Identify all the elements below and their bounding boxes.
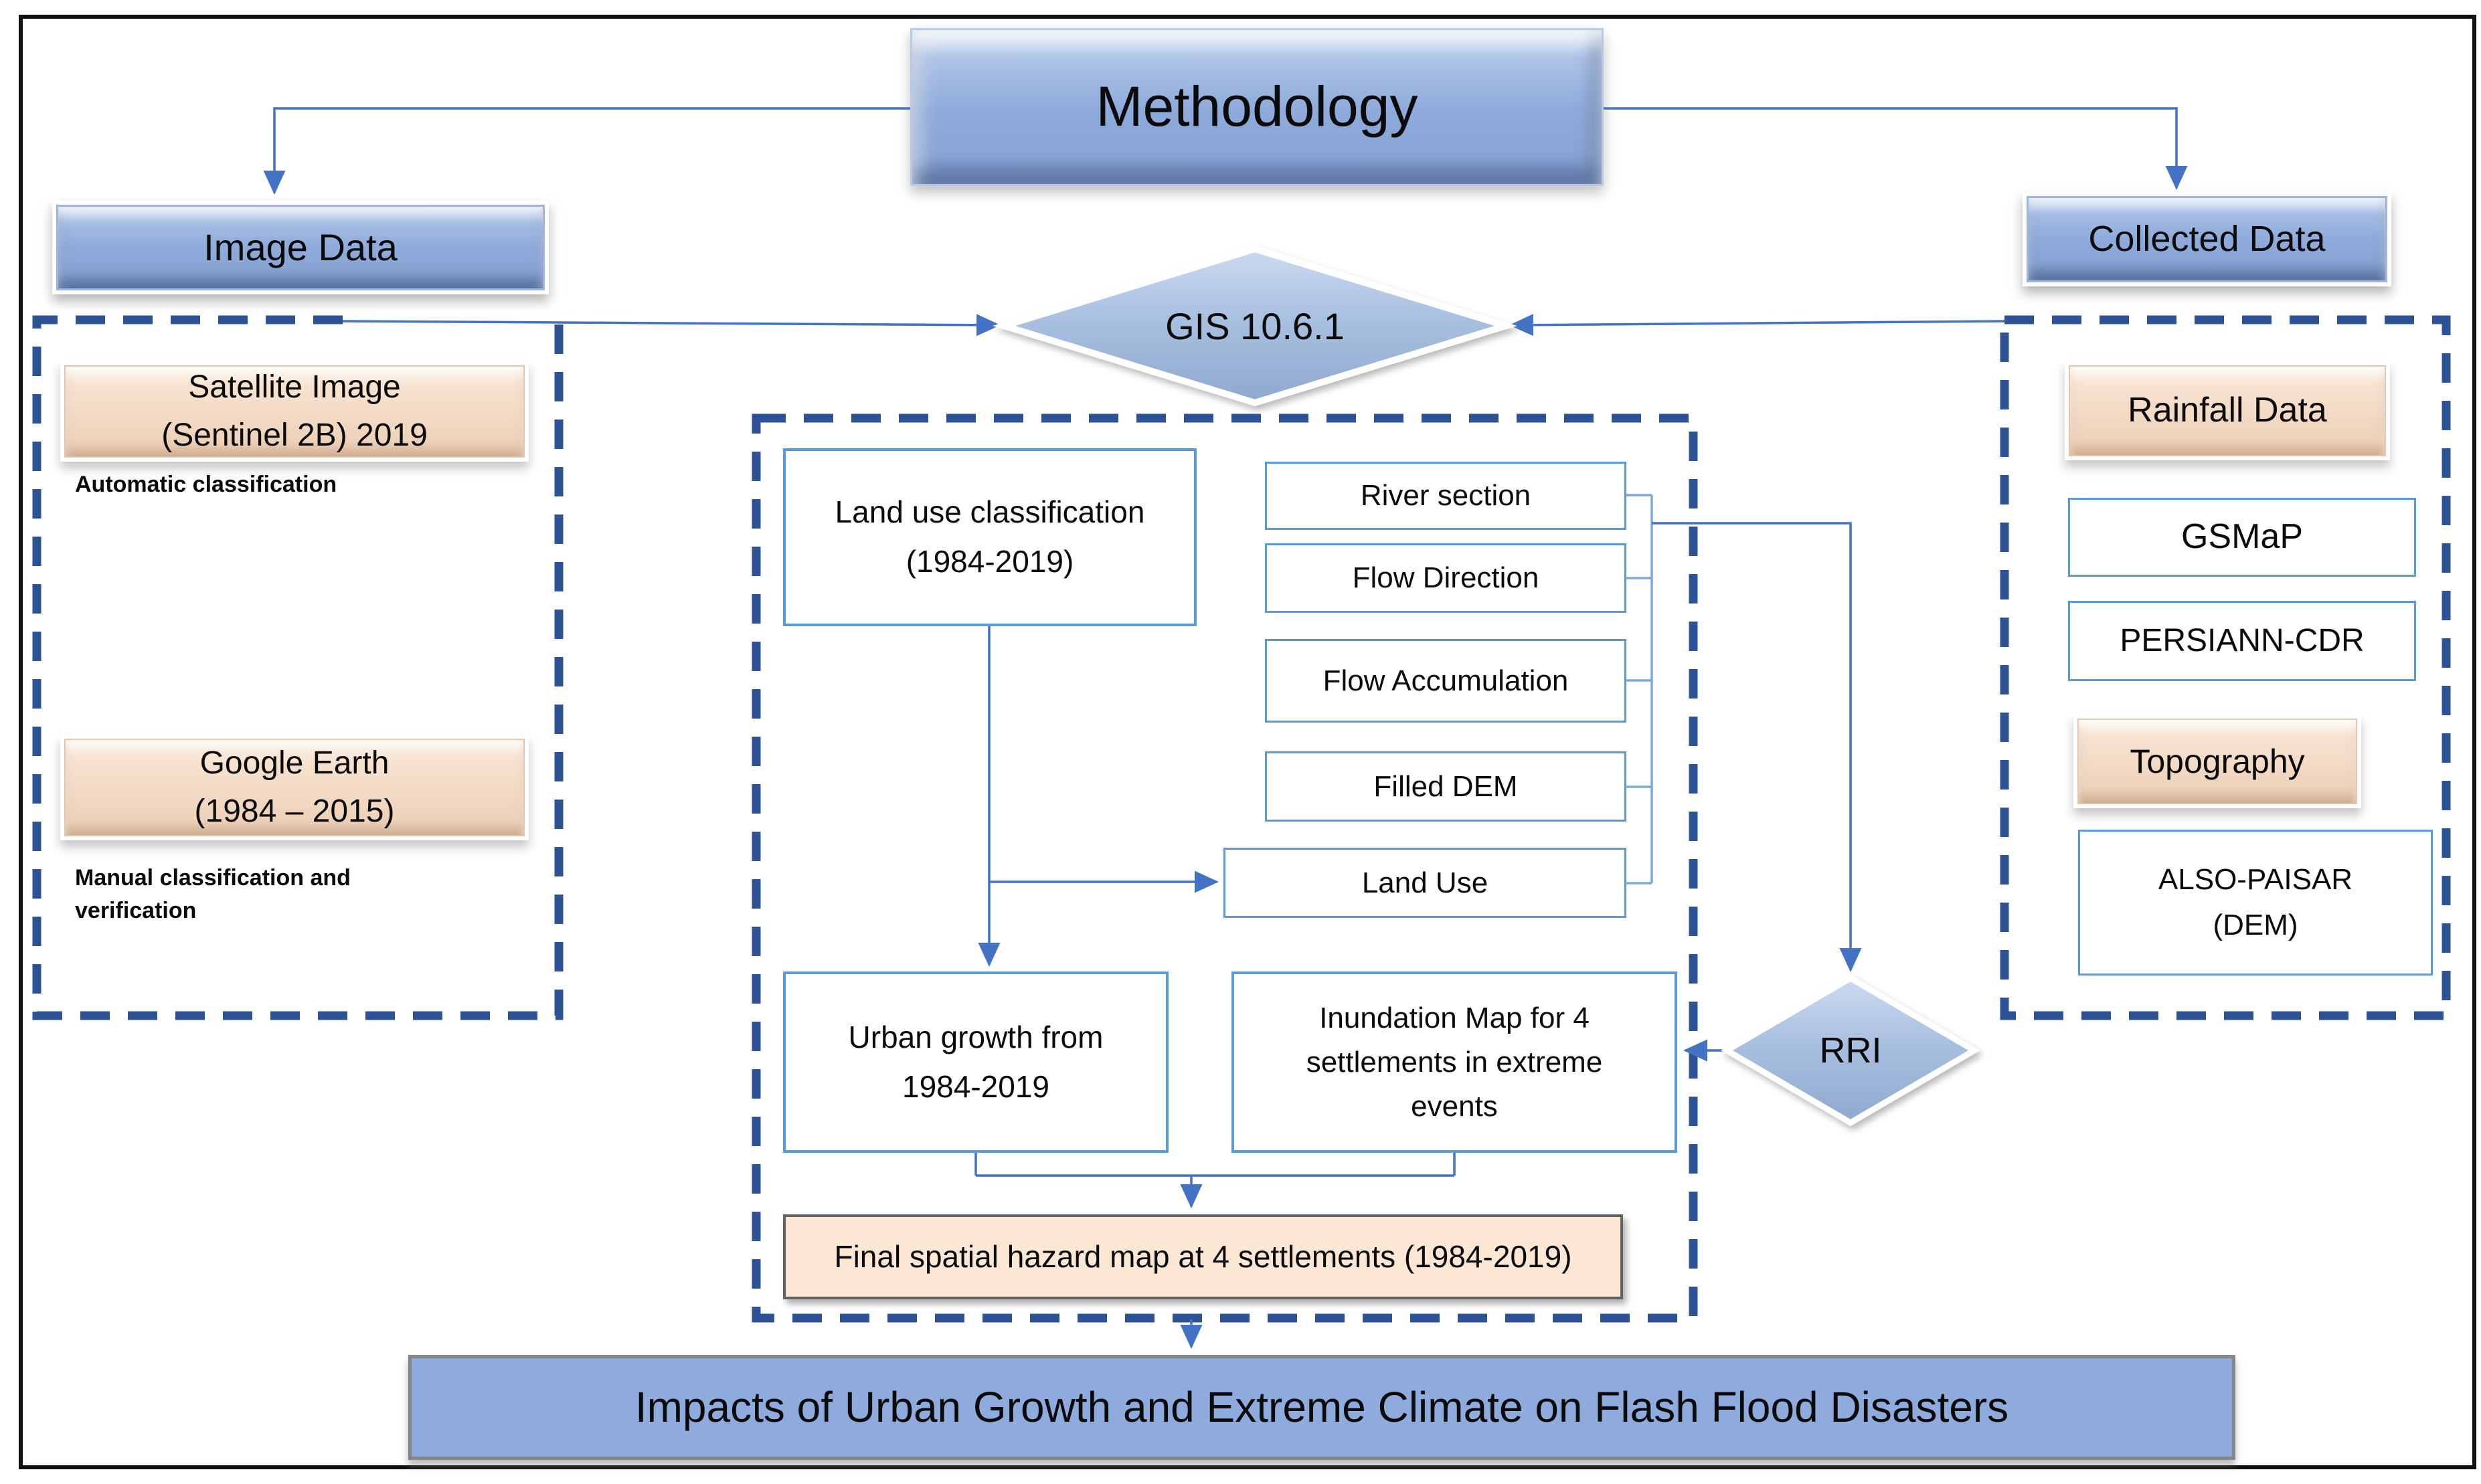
node-also-paisar: ALSO-PAISAR (DEM) [2078, 830, 2433, 976]
node-impacts-banner: Impacts of Urban Growth and Extreme Clim… [408, 1355, 2235, 1460]
node-land-use: Land Use [1223, 848, 1626, 918]
node-satellite-image: Satellite Image (Sentinel 2B) 2019 [60, 361, 529, 462]
topography-label: Topography [2130, 742, 2305, 780]
figure-frame [19, 15, 2476, 1469]
panel-gis-process-border [752, 413, 1698, 1323]
bus-lines [1626, 494, 1653, 885]
final-hazard-map-label: Final spatial hazard map at 4 settlement… [834, 1239, 1572, 1275]
impacts-banner-label: Impacts of Urban Growth and Extreme Clim… [634, 1383, 2009, 1432]
node-inundation-map: Inundation Map for 4 settlements in extr… [1231, 971, 1677, 1153]
connector-methodology-to-collected-data [1604, 107, 2188, 190]
collected-data-label: Collected Data [2088, 219, 2326, 260]
note-manual-classification: Manual classification and verification [75, 865, 351, 924]
connector-methodology-to-image-data [263, 107, 910, 195]
node-filled-dem: Filled DEM [1265, 751, 1626, 822]
panel-image-data-border [32, 315, 564, 1020]
river-section-label: River section [1360, 479, 1531, 513]
node-google-earth: Google Earth (1984 – 2015) [60, 735, 529, 840]
connector-collected-panel-to-gis [1509, 314, 2005, 337]
node-flow-accumulation: Flow Accumulation [1265, 639, 1626, 723]
note-automatic-classification: Automatic classification [75, 472, 337, 497]
node-gsmap: GSMaP [2068, 498, 2416, 577]
node-topography: Topography [2073, 715, 2361, 808]
persiann-cdr-label: PERSIANN-CDR [2120, 623, 2365, 659]
node-final-hazard-map: Final spatial hazard map at 4 settlement… [783, 1214, 1623, 1299]
dashed-panels [32, 315, 2451, 1323]
connector-layers-to-rri [1652, 522, 1862, 972]
google-earth-label: Google Earth (1984 – 2015) [194, 745, 395, 829]
rri-diamond [1721, 974, 1980, 1127]
node-image-data: Image Data [52, 201, 549, 294]
methodology-label: Methodology [1096, 75, 1418, 138]
rainfall-data-label: Rainfall Data [2128, 391, 2327, 430]
flow-accumulation-label: Flow Accumulation [1322, 664, 1569, 697]
node-land-use-classification: Land use classification (1984-2019) [783, 448, 1197, 626]
rri-label: RRI [1819, 1030, 1882, 1071]
node-flow-direction: Flow Direction [1265, 543, 1626, 613]
flow-direction-label: Flow Direction [1352, 561, 1539, 595]
node-rainfall-data: Rainfall Data [2065, 361, 2390, 460]
land-use-label: Land Use [1361, 866, 1488, 899]
gsmap-label: GSMaP [2180, 517, 2304, 557]
also-paisar-label: ALSO-PAISAR (DEM) [2158, 862, 2353, 941]
node-methodology: Methodology [910, 28, 1604, 186]
urban-growth-label: Urban growth from 1984-2019 [848, 1019, 1104, 1104]
node-urban-growth: Urban growth from 1984-2019 [783, 971, 1169, 1153]
node-persiann-cdr: PERSIANN-CDR [2068, 601, 2416, 681]
satellite-image-label: Satellite Image (Sentinel 2B) 2019 [161, 369, 428, 453]
image-data-label: Image Data [203, 226, 398, 269]
land-use-classification-label: Land use classification (1984-2019) [835, 494, 1145, 579]
gis-label: GIS 10.6.1 [1165, 304, 1345, 347]
filled-dem-label: Filled DEM [1373, 769, 1518, 803]
node-collected-data: Collected Data [2023, 192, 2391, 286]
connectors [263, 107, 2188, 1349]
panel-collected-data-border [2000, 315, 2451, 1020]
inundation-map-label: Inundation Map for 4 settlements in extr… [1306, 1001, 1603, 1123]
connector-join-lines [974, 1153, 1456, 1177]
connector-image-panel-to-gis [342, 314, 1001, 337]
gis-diamond [992, 245, 1518, 407]
node-river-section: River section [1265, 462, 1626, 530]
